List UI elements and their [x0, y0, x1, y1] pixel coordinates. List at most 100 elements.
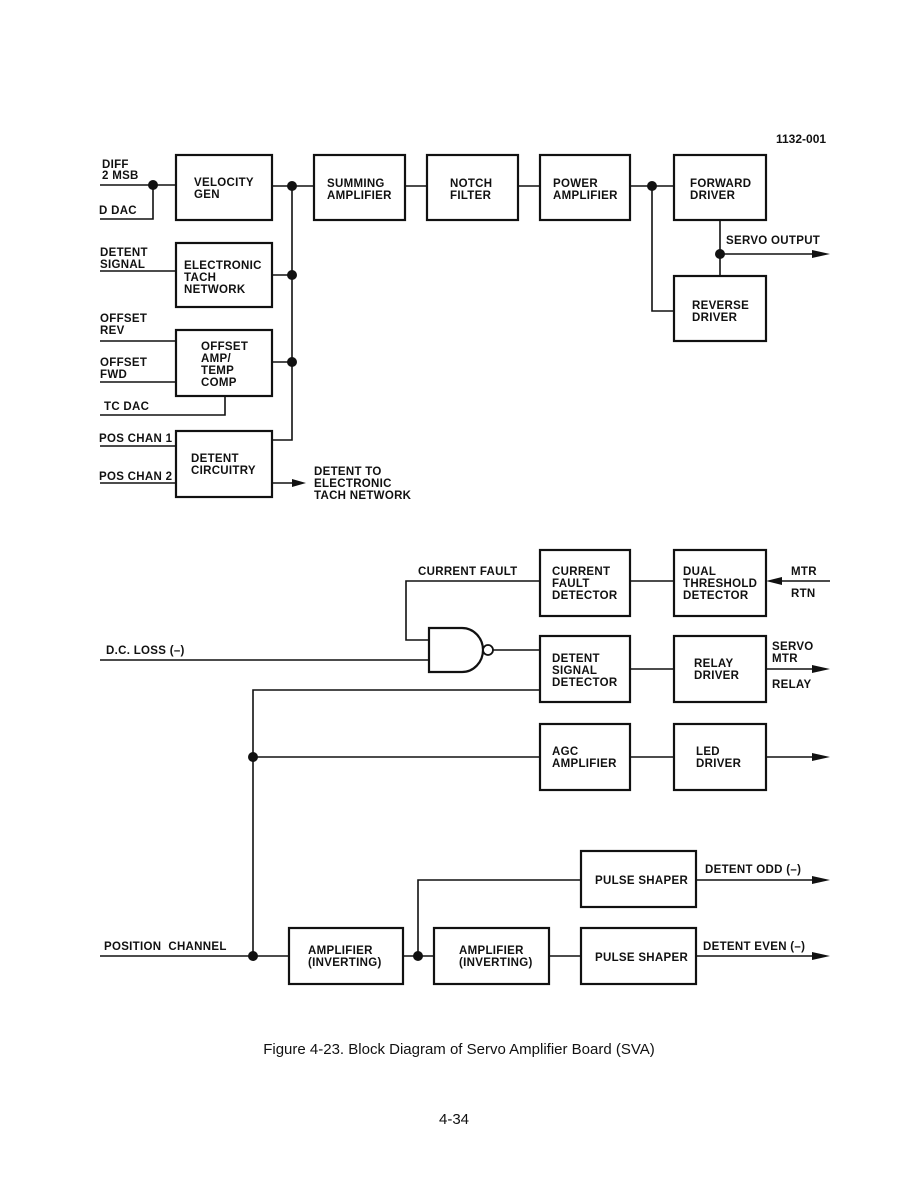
signal-label: OFFSET — [100, 357, 147, 369]
block-label: RELAY — [694, 658, 733, 670]
junction-dot — [287, 181, 297, 191]
block-label: DRIVER — [696, 758, 742, 770]
detent-signal-detector-block: DETENT SIGNAL DETECTOR — [538, 634, 632, 704]
block-label: PULSE SHAPER — [595, 875, 688, 887]
dual-threshold-detector-block: DUAL THRESHOLD DETECTOR — [672, 548, 768, 618]
bottom-diagram-wires — [100, 580, 830, 957]
block-label: AMPLIFIER — [552, 758, 617, 770]
signal-label: MTR — [791, 566, 817, 578]
mtr-rtn-input-arrow — [766, 577, 782, 585]
junction-dot — [647, 181, 657, 191]
current-fault-detector-block: CURRENT FAULT DETECTOR — [538, 548, 632, 618]
block-label: DETENT — [552, 653, 600, 665]
signal-label: ELECTRONIC — [314, 478, 392, 490]
junction-dot — [715, 249, 725, 259]
block-label: ELECTRONIC — [184, 260, 262, 272]
block-label: SIGNAL — [552, 665, 597, 677]
bottom-junction-dots — [248, 752, 423, 961]
amplifier-inverting-1-block: AMPLIFIER (INVERTING) — [287, 926, 405, 986]
block-label: TEMP — [201, 365, 234, 377]
block-label: CIRCUITRY — [191, 465, 256, 477]
summing-amplifier-block: SUMMING AMPLIFIER — [312, 153, 407, 222]
signal-label: MTR — [772, 653, 798, 665]
signal-label: D.C. LOSS (–) — [106, 645, 185, 657]
block-label: DETECTOR — [552, 590, 618, 602]
block-label: DUAL — [683, 566, 716, 578]
servo-mtr-relay-arrow — [812, 665, 830, 673]
signal-label: DETENT — [100, 247, 148, 259]
signal-label: POS CHAN 1 — [99, 433, 173, 445]
block-label: PULSE SHAPER — [595, 952, 688, 964]
block-label: CURRENT — [552, 566, 610, 578]
block-label: DETECTOR — [683, 590, 749, 602]
signal-label: TACH NETWORK — [314, 490, 412, 502]
signal-label: D DAC — [99, 205, 137, 217]
junction-dot — [287, 357, 297, 367]
signal-label: SERVO OUTPUT — [726, 235, 820, 247]
block-label: AMPLIFIER — [553, 190, 618, 202]
block-label: VELOCITY — [194, 177, 254, 189]
agc-amplifier-block: AGC AMPLIFIER — [538, 722, 632, 792]
block-label: COMP — [201, 377, 237, 389]
junction-dot — [413, 951, 423, 961]
page-number: 4-34 — [439, 1111, 469, 1128]
block-label: DRIVER — [692, 312, 738, 324]
block-label: REVERSE — [692, 300, 749, 312]
led-driver-output-arrow — [812, 753, 830, 761]
block-label: NETWORK — [184, 284, 246, 296]
block-label: FAULT — [552, 578, 590, 590]
signal-label: DIFF — [102, 159, 129, 171]
detent-even-arrow — [812, 952, 830, 960]
nand-gate-symbol — [427, 626, 494, 674]
signal-label: FWD — [100, 369, 127, 381]
block-label: DETECTOR — [552, 677, 618, 689]
pulse-shaper-odd-block: PULSE SHAPER — [579, 849, 698, 909]
forward-driver-block: FORWARD DRIVER — [672, 153, 768, 222]
amplifier-inverting-2-block: AMPLIFIER (INVERTING) — [432, 926, 551, 986]
block-label: TACH — [184, 272, 216, 284]
block-label: THRESHOLD — [683, 578, 757, 590]
detent-circuitry-block: DETENT CIRCUITRY — [174, 429, 274, 499]
block-label: AMPLIFIER — [459, 945, 524, 957]
block-label: AMP/ — [201, 353, 231, 365]
junction-dot — [248, 752, 258, 762]
top-signal-labels: DIFF 2 MSB D DAC DETENT SIGNAL OFFSET RE… — [99, 159, 820, 502]
signal-label: RTN — [791, 588, 816, 600]
block-label: (INVERTING) — [459, 957, 533, 969]
electronic-tach-network-block: ELECTRONIC TACH NETWORK — [174, 241, 274, 309]
block-label: POWER — [553, 178, 598, 190]
block-label: AMPLIFIER — [308, 945, 373, 957]
signal-label: SIGNAL — [100, 259, 145, 271]
bottom-arrows — [766, 577, 830, 960]
notch-filter-block: NOTCH FILTER — [425, 153, 520, 222]
signal-label: 2 MSB — [102, 170, 139, 182]
block-label: NOTCH — [450, 178, 492, 190]
block-label: DRIVER — [694, 670, 740, 682]
block-label: AMPLIFIER — [327, 190, 392, 202]
signal-label: DETENT ODD (–) — [705, 864, 801, 876]
detent-odd-arrow — [812, 876, 830, 884]
block-label: AGC — [552, 746, 578, 758]
block-label: DETENT — [191, 453, 239, 465]
block-label: GEN — [194, 189, 220, 201]
block-label: (INVERTING) — [308, 957, 382, 969]
signal-label: POSITION CHANNEL — [104, 941, 227, 953]
signal-label: DETENT EVEN (–) — [703, 941, 805, 953]
document-id: 1132-001 — [776, 132, 826, 146]
relay-driver-block: RELAY DRIVER — [672, 634, 768, 704]
junction-dot — [148, 180, 158, 190]
velocity-gen-block: VELOCITY GEN — [174, 153, 274, 222]
block-label: LED — [696, 746, 720, 758]
power-amplifier-block: POWER AMPLIFIER — [538, 153, 632, 222]
junction-dot — [248, 951, 258, 961]
figure-caption: Figure 4-23. Block Diagram of Servo Ampl… — [263, 1041, 655, 1058]
led-driver-block: LED DRIVER — [672, 722, 768, 792]
signal-label: SERVO — [772, 641, 814, 653]
block-label: FILTER — [450, 190, 492, 202]
reverse-driver-block: REVERSE DRIVER — [672, 274, 768, 343]
block-label: OFFSET — [201, 341, 248, 353]
signal-label: OFFSET — [100, 313, 147, 325]
detent-to-tach-arrow — [292, 479, 306, 487]
bottom-signal-labels: CURRENT FAULT MTR RTN D.C. LOSS (–) SERV… — [104, 566, 817, 953]
offset-amp-temp-comp-block: OFFSET AMP/ TEMP COMP — [174, 328, 274, 398]
